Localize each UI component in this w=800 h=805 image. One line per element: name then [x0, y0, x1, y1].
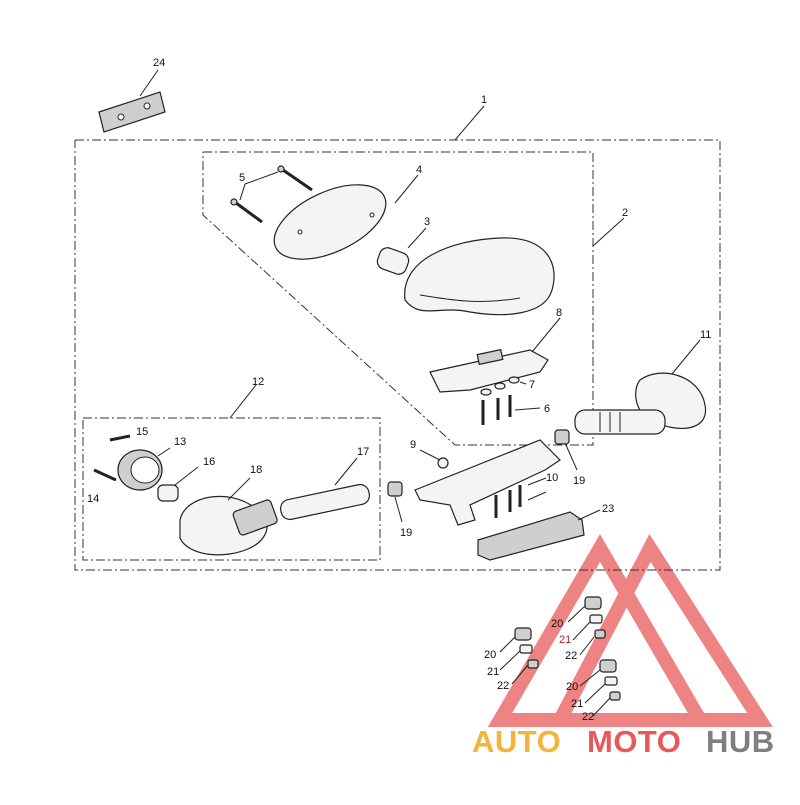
- nut-part-19-left: [387, 481, 403, 523]
- assembly-boundary-12: [82, 384, 381, 561]
- watermark-hub: HUB: [706, 724, 775, 759]
- bracket-part-23: [477, 509, 601, 561]
- bulb-part-3: [376, 227, 427, 275]
- lens-part-4: [273, 174, 419, 260]
- nut-part-19-right: [554, 429, 578, 471]
- plate-part-24: [98, 69, 166, 133]
- callout-7: 7: [529, 379, 535, 391]
- callout-13: 13: [174, 436, 186, 448]
- callout-8: 8: [556, 307, 562, 319]
- screw-part-15: [109, 434, 131, 442]
- callout-20-c: 20: [566, 681, 578, 693]
- callout-14: 14: [87, 493, 99, 505]
- callout-11: 11: [700, 329, 711, 341]
- screw-part-14: [93, 468, 117, 482]
- callout-20-a: 20: [551, 618, 563, 630]
- screws-part-6: [481, 395, 541, 425]
- callout-19-left: 19: [400, 527, 412, 539]
- callout-21-b: 21: [487, 666, 499, 678]
- indicator-right-part-11: [574, 339, 707, 435]
- callout-21-a: 21: [559, 634, 571, 646]
- callout-3: 3: [424, 216, 430, 228]
- callout-15: 15: [136, 426, 148, 438]
- housing-shell: [404, 237, 555, 316]
- callout-16: 16: [203, 456, 215, 468]
- bracket-part-8: [429, 317, 561, 393]
- callout-12: 12: [252, 376, 264, 388]
- callout-1: 1: [481, 94, 487, 106]
- watermark-auto: AUTO: [472, 724, 561, 759]
- mount-plate-part-9: [414, 439, 561, 526]
- callout-4: 4: [416, 164, 422, 176]
- watermark-wordmark: AUTO MOTO HUB: [472, 724, 775, 759]
- callout-6: 6: [544, 403, 550, 415]
- assembly-boundary-1: [74, 105, 721, 571]
- assembly-boundary-2: [202, 151, 625, 446]
- callout-20-b: 20: [484, 649, 496, 661]
- callout-22-b: 22: [497, 680, 509, 692]
- callout-10: 10: [546, 472, 558, 484]
- callout-17: 17: [357, 446, 369, 458]
- callout-22-a: 22: [565, 650, 577, 662]
- callout-21-c: 21: [571, 698, 583, 710]
- stalk-part-17: [279, 457, 371, 521]
- screws-part-5: [230, 165, 313, 224]
- housing-part-13: [117, 447, 171, 491]
- callout-18: 18: [250, 464, 262, 476]
- spacers-group: [499, 596, 621, 717]
- watermark-logo-icon: [487, 534, 773, 727]
- watermark-moto: MOTO: [587, 724, 681, 759]
- screws-part-10: [494, 477, 547, 518]
- callout-5: 5: [239, 172, 245, 184]
- callout-24: 24: [153, 57, 165, 69]
- callout-19-right: 19: [573, 475, 585, 487]
- callout-9: 9: [410, 439, 416, 451]
- washers-part-7: [480, 376, 527, 396]
- lens-part-18: [179, 477, 278, 556]
- bulb-part-16: [157, 466, 199, 502]
- callout-23: 23: [602, 503, 614, 515]
- callout-2: 2: [622, 207, 628, 219]
- callout-22-c: 22: [582, 711, 594, 723]
